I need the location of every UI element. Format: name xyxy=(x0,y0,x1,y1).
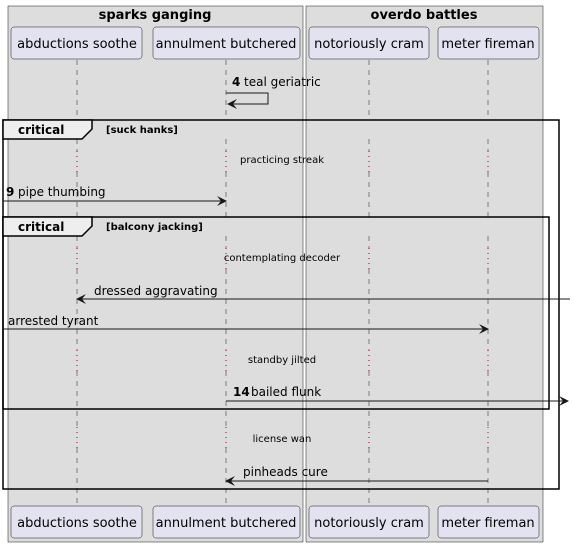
participant-annulment-butchered-top: annulment butchered xyxy=(152,26,301,60)
lifelines-dashed xyxy=(76,60,489,506)
box-title-overdo-battles: overdo battles xyxy=(371,8,478,23)
message-outgoing: 14 bailed flunk xyxy=(226,385,569,406)
fragment-guard: [suck hanks] xyxy=(106,125,178,136)
message-to-meter-fireman: arrested tyrant xyxy=(3,314,489,334)
fragment-guard: [balcony jacking] xyxy=(106,222,203,233)
participant-abductions-soothe-bottom: abductions soothe xyxy=(10,505,143,539)
message-self-call: 4 teal geriatric xyxy=(226,75,321,109)
message-divider-note: license wan xyxy=(253,434,312,445)
svg-text:annulment butchered: annulment butchered xyxy=(156,516,297,531)
participant-meter-fireman-top: meter fireman xyxy=(437,26,540,60)
box-sparks-ganging xyxy=(7,5,304,543)
svg-text:notoriously cram: notoriously cram xyxy=(314,516,424,531)
participant-notoriously-cram-top: notoriously cram xyxy=(308,26,430,60)
message-divider-note: standby jilted xyxy=(248,355,316,366)
svg-text:meter fireman: meter fireman xyxy=(441,516,534,531)
svg-text:14: 14 xyxy=(233,385,250,399)
svg-text:notoriously cram: notoriously cram xyxy=(314,37,424,52)
svg-text:annulment butchered: annulment butchered xyxy=(156,37,297,52)
lifelines-dotted xyxy=(76,151,489,448)
message-divider-note: contemplating decoder xyxy=(224,253,341,264)
svg-text:dressed aggravating: dressed aggravating xyxy=(94,284,218,298)
box-title-sparks-ganging: sparks ganging xyxy=(99,8,212,23)
svg-text:pipe thumbing: pipe thumbing xyxy=(18,185,106,199)
svg-text:9: 9 xyxy=(6,185,14,199)
message-return: pinheads cure xyxy=(225,465,488,486)
participant-meter-fireman-bottom: meter fireman xyxy=(437,505,540,539)
message-divider-note: practicing streak xyxy=(240,155,324,166)
participant-notoriously-cram-bottom: notoriously cram xyxy=(308,505,430,539)
fragment-keyword: critical xyxy=(18,220,64,234)
fragment-critical-outer: critical [suck hanks] xyxy=(2,119,560,490)
svg-text:bailed flunk: bailed flunk xyxy=(251,385,321,399)
svg-text:abductions soothe: abductions soothe xyxy=(17,37,137,52)
participant-annulment-butchered-bottom: annulment butchered xyxy=(152,505,301,539)
participant-abductions-soothe-top: abductions soothe xyxy=(10,26,143,60)
svg-text:teal geriatric: teal geriatric xyxy=(244,75,321,89)
svg-text:meter fireman: meter fireman xyxy=(441,37,534,52)
fragment-keyword: critical xyxy=(18,123,64,137)
message-incoming: 9 pipe thumbing xyxy=(3,185,227,206)
fragment-critical-inner: critical [balcony jacking] xyxy=(2,216,550,410)
svg-text:4: 4 xyxy=(232,75,240,89)
svg-text:abductions soothe: abductions soothe xyxy=(17,516,137,531)
svg-text:arrested tyrant: arrested tyrant xyxy=(8,314,99,328)
box-overdo-battles xyxy=(305,5,544,543)
message-from-right: dressed aggravating xyxy=(76,284,570,304)
svg-text:pinheads cure: pinheads cure xyxy=(243,465,328,479)
